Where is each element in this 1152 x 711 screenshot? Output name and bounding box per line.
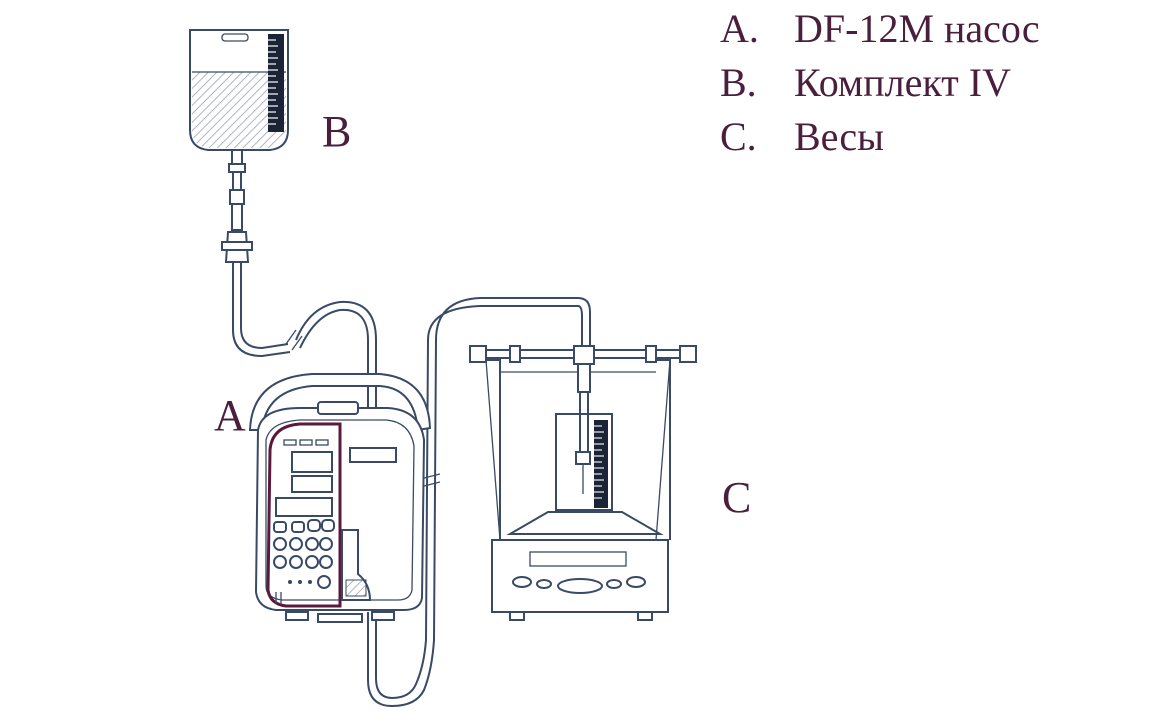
iv-tubing (232, 262, 591, 708)
callout-a: A (214, 391, 246, 440)
legend-key-c: C. (720, 114, 757, 159)
legend: A. DF-12M насос B. Комплект IV C. Весы (720, 2, 1040, 164)
pump-keypad (273, 519, 335, 589)
legend-item-a: A. DF-12M насос (720, 2, 1040, 56)
beaker-scale (594, 420, 608, 508)
iv-bag-scale (268, 34, 284, 132)
legend-item-c: C. Весы (720, 110, 1040, 164)
balance-scale (469, 345, 697, 621)
iv-bag (189, 29, 289, 263)
legend-key-b: B. (720, 60, 757, 105)
legend-text-a: DF-12M насос (794, 6, 1040, 51)
legend-text-c: Весы (794, 114, 885, 159)
legend-item-b: B. Комплект IV (720, 56, 1040, 110)
legend-key-a: A. (720, 6, 759, 51)
legend-text-b: Комплект IV (794, 60, 1011, 105)
infusion-pump (248, 373, 432, 623)
callout-c: C (722, 473, 751, 522)
callout-b: B (322, 107, 351, 156)
